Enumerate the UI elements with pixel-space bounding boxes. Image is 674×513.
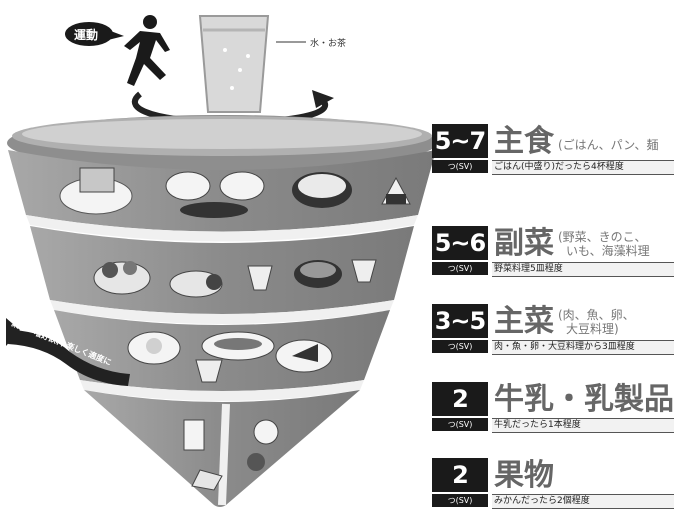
group-unit: つ(SV) — [432, 262, 488, 275]
group-unit: つ(SV) — [432, 418, 488, 431]
group-serving: ごはん(中盛り)だったら4杯程度 — [492, 160, 674, 175]
group-amount: 5~7 — [432, 124, 488, 158]
group-examples-line2: 大豆料理) — [566, 322, 619, 336]
group-title: 主食 — [494, 124, 554, 159]
water-glass — [198, 15, 270, 113]
group-unit: つ(SV) — [432, 494, 488, 507]
group-amount: 5~6 — [432, 226, 488, 260]
side-dish-icons — [93, 259, 377, 298]
group-title: 副菜 — [494, 226, 554, 261]
group-examples: (ごはん、パン、麺 — [558, 138, 659, 152]
group-examples-line1: (野菜、きのこ、 — [558, 230, 647, 244]
group-unit: つ(SV) — [432, 160, 488, 173]
group-serving: 牛乳だったら1本程度 — [492, 418, 674, 433]
main-dish-icons — [127, 331, 333, 383]
group-amount: 2 — [432, 458, 488, 492]
group-amount: 2 — [432, 382, 488, 416]
water-label: 水・お茶 — [310, 39, 347, 49]
group-examples-line2: いも、海藻料理 — [566, 244, 650, 258]
group-examples-line1: (肉、魚、卵、 — [558, 308, 635, 322]
group-serving: みかんだったら2個程度 — [492, 494, 674, 509]
group-title: 牛乳・乳製品 — [494, 382, 674, 417]
group-unit: つ(SV) — [432, 340, 488, 353]
staple-food-icons — [59, 167, 411, 218]
group-serving: 野菜料理5皿程度 — [492, 262, 674, 277]
dairy-fruit-divider — [218, 403, 230, 506]
group-title: 主菜 — [494, 304, 554, 339]
group-serving: 肉・魚・卵・大豆料理から3皿程度 — [492, 340, 674, 355]
group-amount: 3~5 — [432, 304, 488, 338]
dairy-fruit-icons — [183, 419, 279, 491]
exercise-callout — [65, 22, 124, 46]
runner-figure — [124, 15, 170, 86]
exercise-label: 運動 — [74, 28, 99, 42]
confectionery-ribbon — [6, 318, 130, 386]
group-title: 果物 — [494, 458, 554, 493]
